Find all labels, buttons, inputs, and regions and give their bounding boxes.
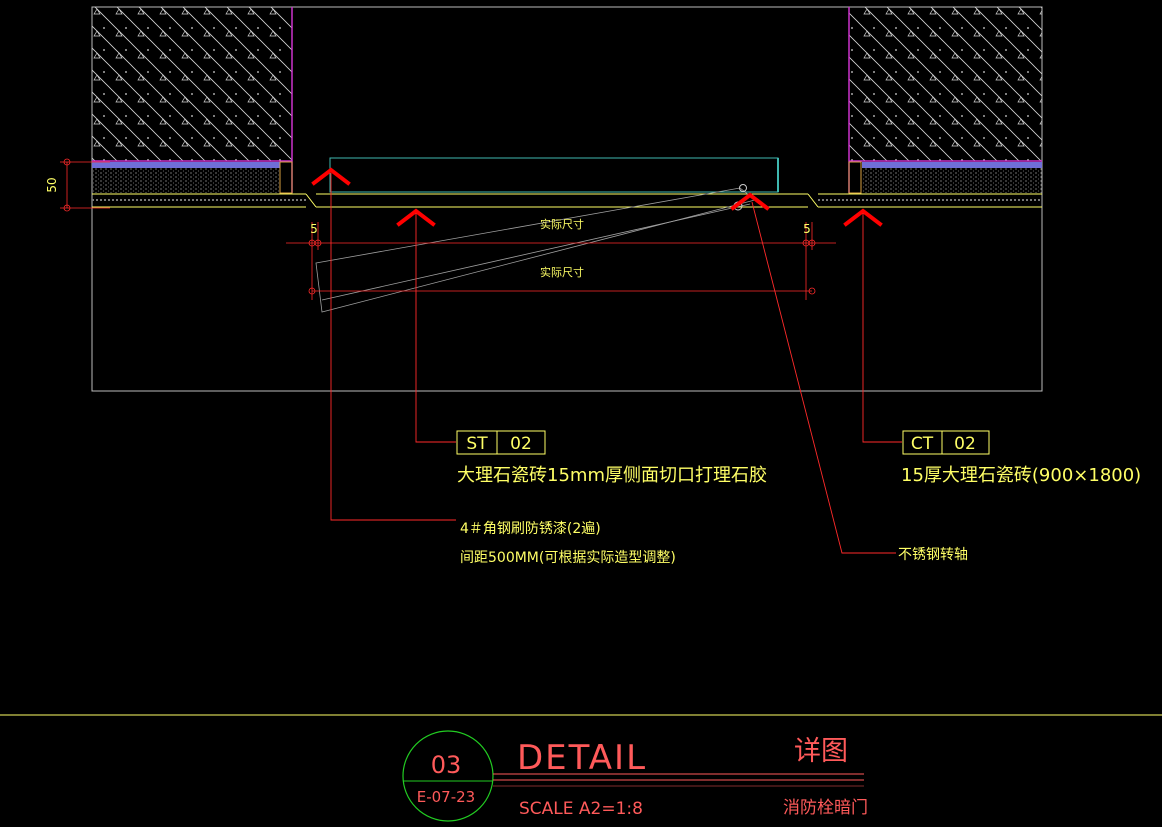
section-markers [311, 167, 883, 227]
scale-label: SCALE A2=1:8 [519, 799, 643, 819]
subtitle-cn: 消防栓暗门 [783, 798, 868, 818]
note-angle-steel-line1: 4＃角钢刷防锈漆(2遍) [460, 521, 601, 537]
hidden-door-panel [315, 157, 779, 313]
section-marker-2 [396, 208, 436, 227]
dim-actual-size-2: 实际尺寸 [540, 265, 584, 279]
title-cn: 详图 [794, 736, 848, 767]
tag-ct-number: 02 [954, 434, 976, 454]
dimension-lines [60, 158, 836, 300]
tag-ct-code: CT [911, 434, 934, 454]
note-angle-steel-line2: 间距500MM(可根据实际造型调整) [460, 550, 676, 566]
tag-st-description: 大理石瓷砖15mm厚侧面切口打理石胶 [457, 465, 767, 486]
dim-height-label: 50 [45, 177, 59, 192]
sheet-ref: E-07-23 [417, 788, 475, 806]
tag-ct-description: 15厚大理石瓷砖(900×1800) [901, 465, 1141, 486]
dim-gap-right: 5 [803, 222, 811, 236]
tag-st-number: 02 [510, 434, 532, 454]
note-pivot: 不锈钢转轴 [898, 547, 968, 563]
tile-surface [92, 193, 1042, 208]
section-marker-1 [311, 167, 351, 186]
dim-actual-size-1: 实际尺寸 [540, 217, 584, 231]
title-en: DETAIL [517, 738, 647, 778]
tag-st-code: ST [466, 434, 488, 454]
tag-ct-02: CT 02 [902, 430, 990, 455]
title-block: 03 E-07-23 DETAIL SCALE A2=1:8 详图 消防栓暗门 [0, 714, 1162, 822]
detail-callout-circle [402, 730, 494, 822]
left-wall [92, 7, 293, 194]
section-marker-3 [730, 192, 770, 211]
leader-lines [330, 173, 902, 554]
dim-gap-left: 5 [310, 222, 318, 236]
right-wall [848, 7, 1042, 194]
detail-number: 03 [431, 751, 462, 779]
tag-st-02: ST 02 [456, 430, 546, 455]
section-marker-4 [843, 208, 883, 227]
